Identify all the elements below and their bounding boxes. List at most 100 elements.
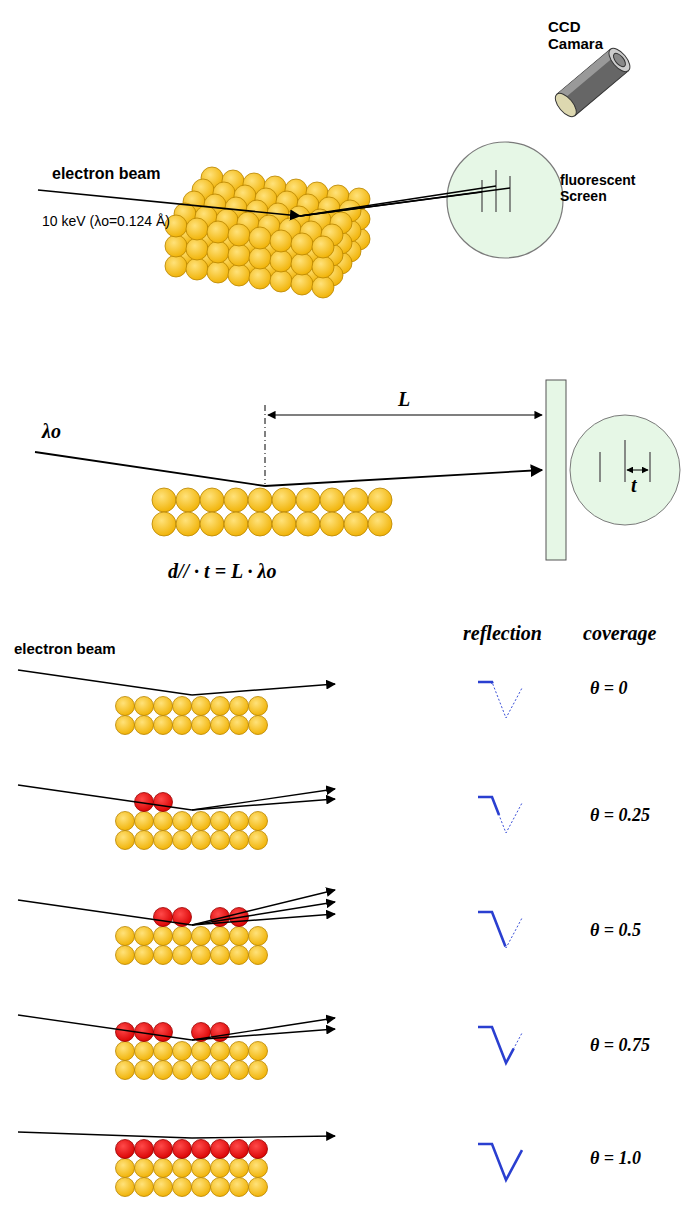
- atom: [248, 512, 272, 536]
- atom: [192, 1178, 211, 1197]
- atom: [173, 1159, 192, 1178]
- label: θ = 0.5: [590, 920, 641, 941]
- atom: [211, 1140, 230, 1159]
- atom: [135, 697, 154, 716]
- atom: [116, 1178, 135, 1197]
- atom: [249, 247, 271, 269]
- atom: [154, 927, 173, 946]
- atom: [211, 927, 230, 946]
- atom: [230, 927, 249, 946]
- atom: [152, 512, 176, 536]
- atom: [211, 812, 230, 831]
- atom: [154, 831, 173, 850]
- atom: [154, 812, 173, 831]
- atom: [116, 1159, 135, 1178]
- reflected-beam: [265, 470, 542, 486]
- atom: [173, 812, 192, 831]
- atom: [249, 1042, 268, 1061]
- atom: [173, 1042, 192, 1061]
- label: 10 keV (λo=0.124 Å): [42, 213, 170, 229]
- beam-line: [192, 902, 335, 925]
- beam-line: [192, 1018, 335, 1040]
- reflection-curve: [478, 797, 522, 833]
- atom: [192, 831, 211, 850]
- atom: [186, 258, 208, 280]
- atom: [228, 224, 250, 246]
- atom: [192, 716, 211, 735]
- atom: [135, 1042, 154, 1061]
- atom: [173, 1178, 192, 1197]
- label: λo: [42, 420, 61, 443]
- atom: [211, 1061, 230, 1080]
- atom: [176, 512, 200, 536]
- atom: [211, 1042, 230, 1061]
- atom: [270, 250, 292, 272]
- atom: [291, 233, 313, 255]
- atom: [116, 831, 135, 850]
- atom: [211, 1178, 230, 1197]
- atom: [230, 697, 249, 716]
- beam-line: [18, 1132, 192, 1138]
- atom: [116, 697, 135, 716]
- atom: [230, 1061, 249, 1080]
- label: t: [631, 474, 637, 497]
- atom: [173, 927, 192, 946]
- atom: [135, 927, 154, 946]
- reflection-curve-dotted: [478, 797, 522, 833]
- label: electron beam: [14, 640, 116, 657]
- incident-beam: [35, 452, 265, 486]
- atom: [192, 946, 211, 965]
- atom: [192, 697, 211, 716]
- label: electron beam: [52, 165, 160, 183]
- atom: [135, 1178, 154, 1197]
- atom: [270, 230, 292, 252]
- beam-line: [192, 799, 335, 810]
- atom: [296, 512, 320, 536]
- reflection-curve-dotted: [478, 682, 522, 718]
- atom: [249, 1061, 268, 1080]
- beam-line: [18, 785, 192, 810]
- atom: [249, 267, 271, 289]
- atom: [116, 927, 135, 946]
- atom: [135, 1159, 154, 1178]
- atom: [291, 253, 313, 275]
- label: θ = 0: [590, 678, 628, 699]
- atom: [154, 1140, 173, 1159]
- atom: [211, 1159, 230, 1178]
- atom: [320, 488, 344, 512]
- atom: [207, 261, 229, 283]
- atom: [344, 488, 368, 512]
- atom: [165, 235, 187, 257]
- atom: [228, 244, 250, 266]
- normal-line: [265, 405, 266, 484]
- atom: [230, 812, 249, 831]
- distance-arrow: [268, 414, 542, 415]
- reflection-curve: [478, 1027, 522, 1063]
- atom: [116, 716, 135, 735]
- atom: [207, 221, 229, 243]
- label: L: [398, 388, 410, 411]
- atom: [230, 831, 249, 850]
- atom: [192, 1159, 211, 1178]
- beam-line: [18, 900, 192, 925]
- atom: [154, 793, 173, 812]
- beam-line: [18, 670, 192, 695]
- atom: [296, 488, 320, 512]
- atom: [116, 1061, 135, 1080]
- atom: [270, 270, 292, 292]
- atom: [173, 946, 192, 965]
- atom: [154, 1042, 173, 1061]
- atom: [186, 218, 208, 240]
- atom: [207, 241, 229, 263]
- atom: [154, 1023, 173, 1042]
- streaks: [600, 440, 650, 482]
- atom: [230, 946, 249, 965]
- atom: [249, 227, 271, 249]
- atom: [228, 264, 250, 286]
- atom: [249, 831, 268, 850]
- fluorescent-screen: [447, 142, 563, 258]
- atom: [165, 255, 187, 277]
- atom: [249, 946, 268, 965]
- screen-side: [546, 380, 566, 560]
- atom: [249, 1140, 268, 1159]
